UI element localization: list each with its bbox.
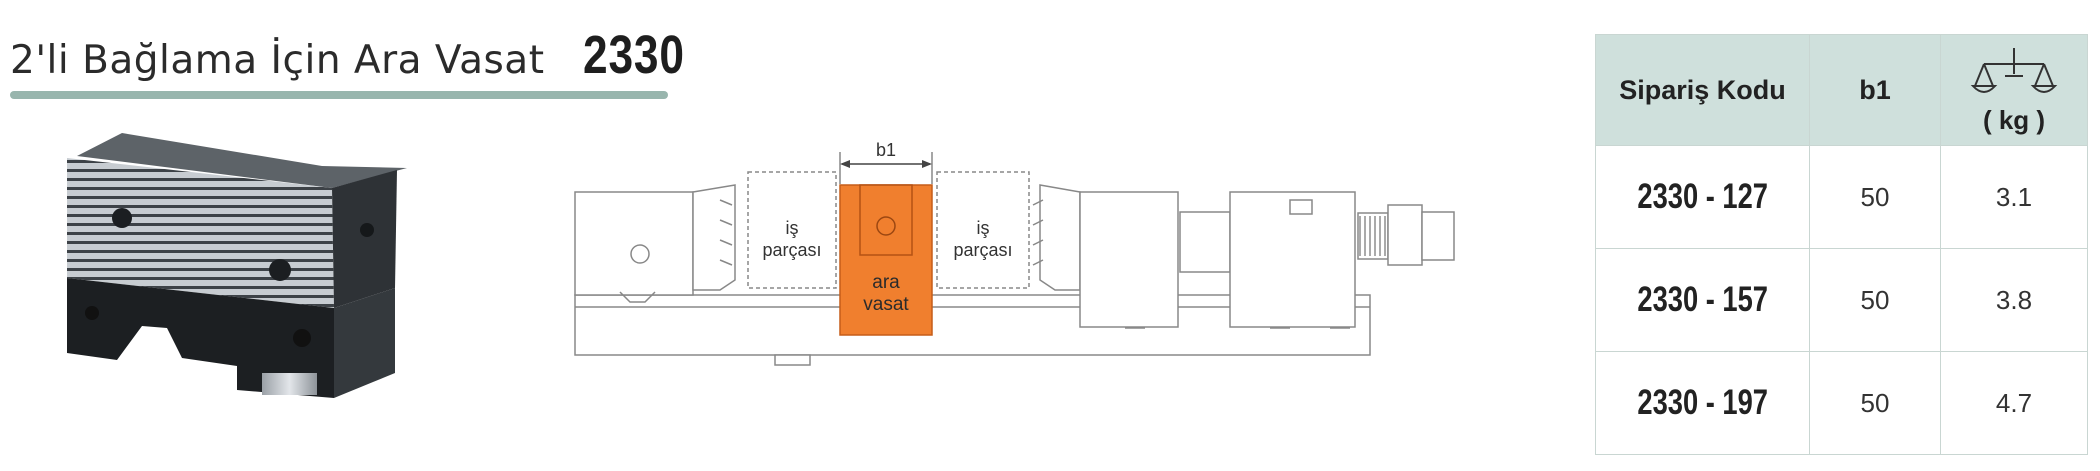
order-code-cell: 2330 - 127 [1595, 145, 1810, 249]
table-row: 2330 - 197 50 4.7 [1595, 351, 2088, 455]
insert-label-1: ara [872, 272, 900, 293]
title-block: 2'li Bağlama İçin Ara Vasat 2330 [10, 24, 683, 99]
b1-cell: 50 [1809, 248, 1941, 352]
spec-table: Sipariş Kodu b1 ( kg ) 2330 - 127 50 3.1 [1595, 34, 2088, 455]
page-title: 2'li Bağlama İçin Ara Vasat 2330 [10, 24, 683, 86]
order-code-cell: 2330 - 197 [1595, 351, 1810, 455]
insert-label-2: vasat [863, 294, 909, 315]
header-b1: b1 [1809, 34, 1941, 146]
b1-cell: 50 [1809, 351, 1941, 455]
header-order-code: Sipariş Kodu [1595, 34, 1810, 146]
vise-diagram: iş parçası ara vasat b1 iş parçası [574, 140, 1455, 366]
header-weight: ( kg ) [1940, 34, 2088, 146]
order-code-cell: 2330 - 157 [1595, 248, 1810, 352]
order-code-text: 2330 - 127 [1637, 177, 1768, 216]
title-text: 2'li Bağlama İçin Ara Vasat [10, 38, 545, 83]
workpiece-left-label-2: parçası [762, 240, 821, 260]
table-row: 2330 - 157 50 3.8 [1595, 248, 2088, 352]
order-code-text: 2330 - 197 [1637, 383, 1768, 422]
workpiece-right-label-2: parçası [953, 240, 1012, 260]
weight-cell: 3.8 [1940, 248, 2088, 352]
fixed-jaw [574, 191, 694, 296]
product-code: 2330 [582, 25, 685, 85]
workpiece-left [747, 171, 837, 289]
table-header-row: Sipariş Kodu b1 ( kg ) [1595, 34, 2088, 146]
weight-cell: 3.1 [1940, 145, 2088, 249]
table-row: 2330 - 127 50 3.1 [1595, 145, 2088, 249]
workpiece-right-label-1: iş [977, 218, 990, 238]
scale-icon [1970, 48, 2058, 93]
movable-jaw [1079, 191, 1179, 328]
product-photo [67, 133, 407, 398]
dimension-b1-label: b1 [876, 140, 896, 160]
workpiece-right [936, 171, 1030, 289]
movable-jaw-teeth [1039, 184, 1081, 291]
title-underline [10, 91, 668, 99]
b1-cell: 50 [1809, 145, 1941, 249]
weight-unit-label: ( kg ) [1982, 105, 2046, 135]
spindle-hex [1421, 211, 1455, 261]
fixed-jaw-teeth [692, 184, 736, 291]
workpiece-left-label-1: iş [786, 218, 799, 238]
weight-cell: 4.7 [1940, 351, 2088, 455]
order-code-text: 2330 - 157 [1637, 280, 1768, 319]
